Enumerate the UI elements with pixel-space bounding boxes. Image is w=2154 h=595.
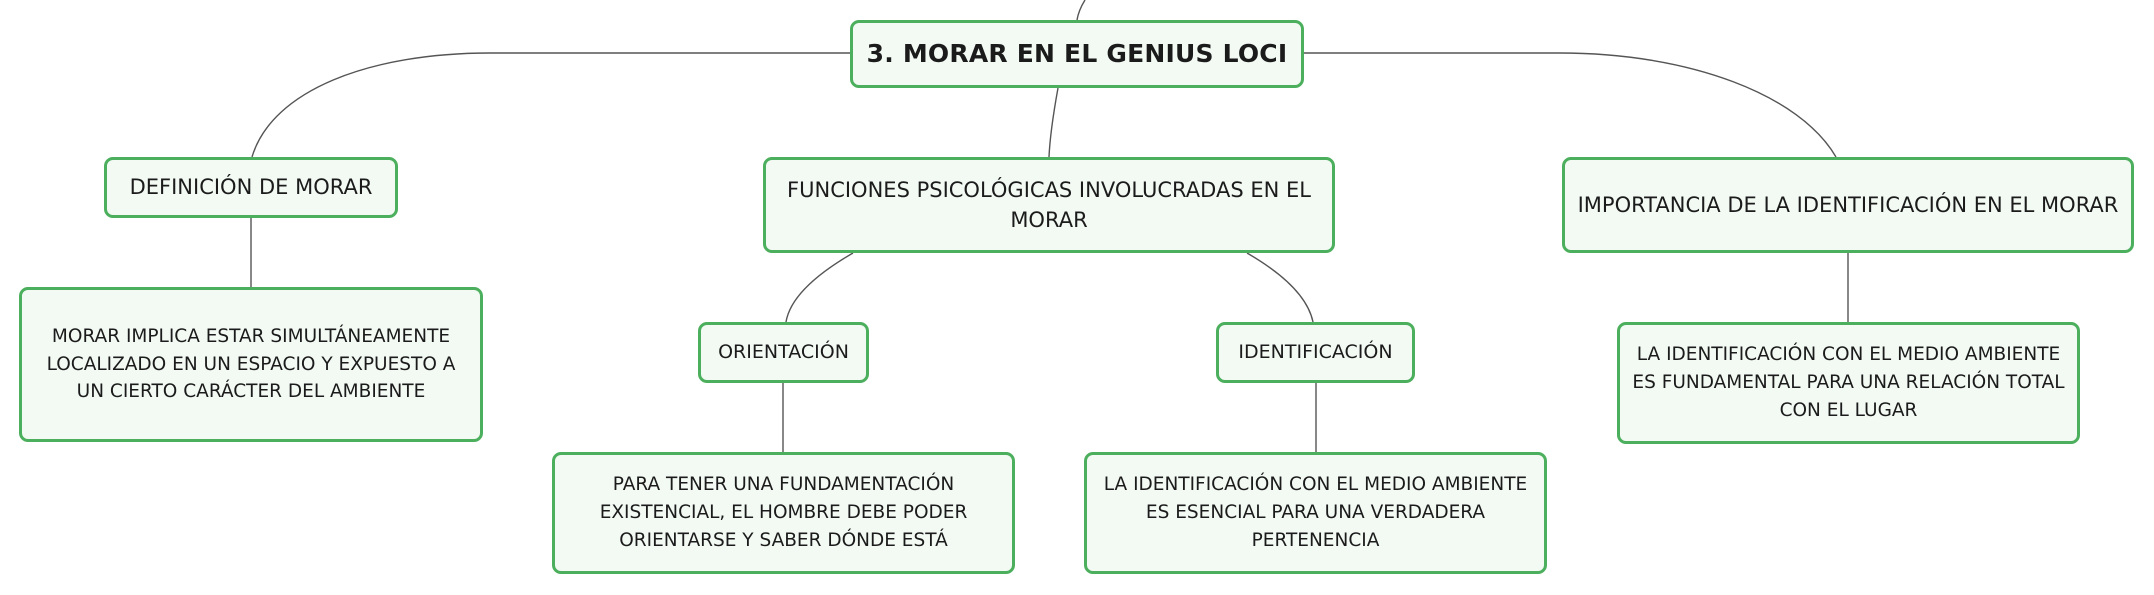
node-definicion-label: DEFINICIÓN DE MORAR xyxy=(129,175,373,200)
connector-root-importancia xyxy=(1303,52,1837,158)
connector-root-funciones xyxy=(1048,87,1059,158)
node-funciones[interactable]: FUNCIONES PSICOLÓGICAS INVOLUCRADAS EN E… xyxy=(763,157,1335,253)
node-identificacion-detalle[interactable]: LA IDENTIFICACIÓN CON EL MEDIO AMBIENTE … xyxy=(1084,452,1547,574)
node-orientacion-label: ORIENTACIÓN xyxy=(718,340,849,363)
node-importancia[interactable]: IMPORTANCIA DE LA IDENTIFICACIÓN EN EL M… xyxy=(1562,157,2134,253)
connector-funciones-identificacion xyxy=(1246,252,1314,323)
node-orientacion[interactable]: ORIENTACIÓN xyxy=(698,322,869,383)
node-definicion[interactable]: DEFINICIÓN DE MORAR xyxy=(104,157,398,218)
node-importancia-label: IMPORTANCIA DE LA IDENTIFICACIÓN EN EL M… xyxy=(1577,192,2119,217)
node-orientacion-detalle[interactable]: PARA TENER UNA FUNDAMENTACIÓN EXISTENCIA… xyxy=(552,452,1015,574)
node-root-label: 3. MORAR EN EL GENIUS LOCI xyxy=(866,38,1288,68)
node-root[interactable]: 3. MORAR EN EL GENIUS LOCI xyxy=(850,20,1304,88)
node-definicion-detalle[interactable]: MORAR IMPLICA ESTAR SIMULTÁNEAMENTE LOCA… xyxy=(19,287,483,442)
node-identificacion-detalle-label: LA IDENTIFICACIÓN CON EL MEDIO AMBIENTE … xyxy=(1103,474,1528,551)
connector-root-parent xyxy=(1076,0,1086,21)
node-importancia-detalle[interactable]: LA IDENTIFICACIÓN CON EL MEDIO AMBIENTE … xyxy=(1617,322,2080,444)
node-importancia-detalle-label: LA IDENTIFICACIÓN CON EL MEDIO AMBIENTE … xyxy=(1632,344,2065,421)
node-identificacion[interactable]: IDENTIFICACIÓN xyxy=(1216,322,1415,383)
node-funciones-label: FUNCIONES PSICOLÓGICAS INVOLUCRADAS EN E… xyxy=(787,177,1311,232)
node-orientacion-detalle-label: PARA TENER UNA FUNDAMENTACIÓN EXISTENCIA… xyxy=(599,474,968,551)
node-identificacion-label: IDENTIFICACIÓN xyxy=(1238,340,1393,363)
connector-root-definicion xyxy=(251,52,851,158)
connector-funciones-orientacion xyxy=(785,252,854,323)
node-definicion-detalle-label: MORAR IMPLICA ESTAR SIMULTÁNEAMENTE LOCA… xyxy=(46,325,456,403)
